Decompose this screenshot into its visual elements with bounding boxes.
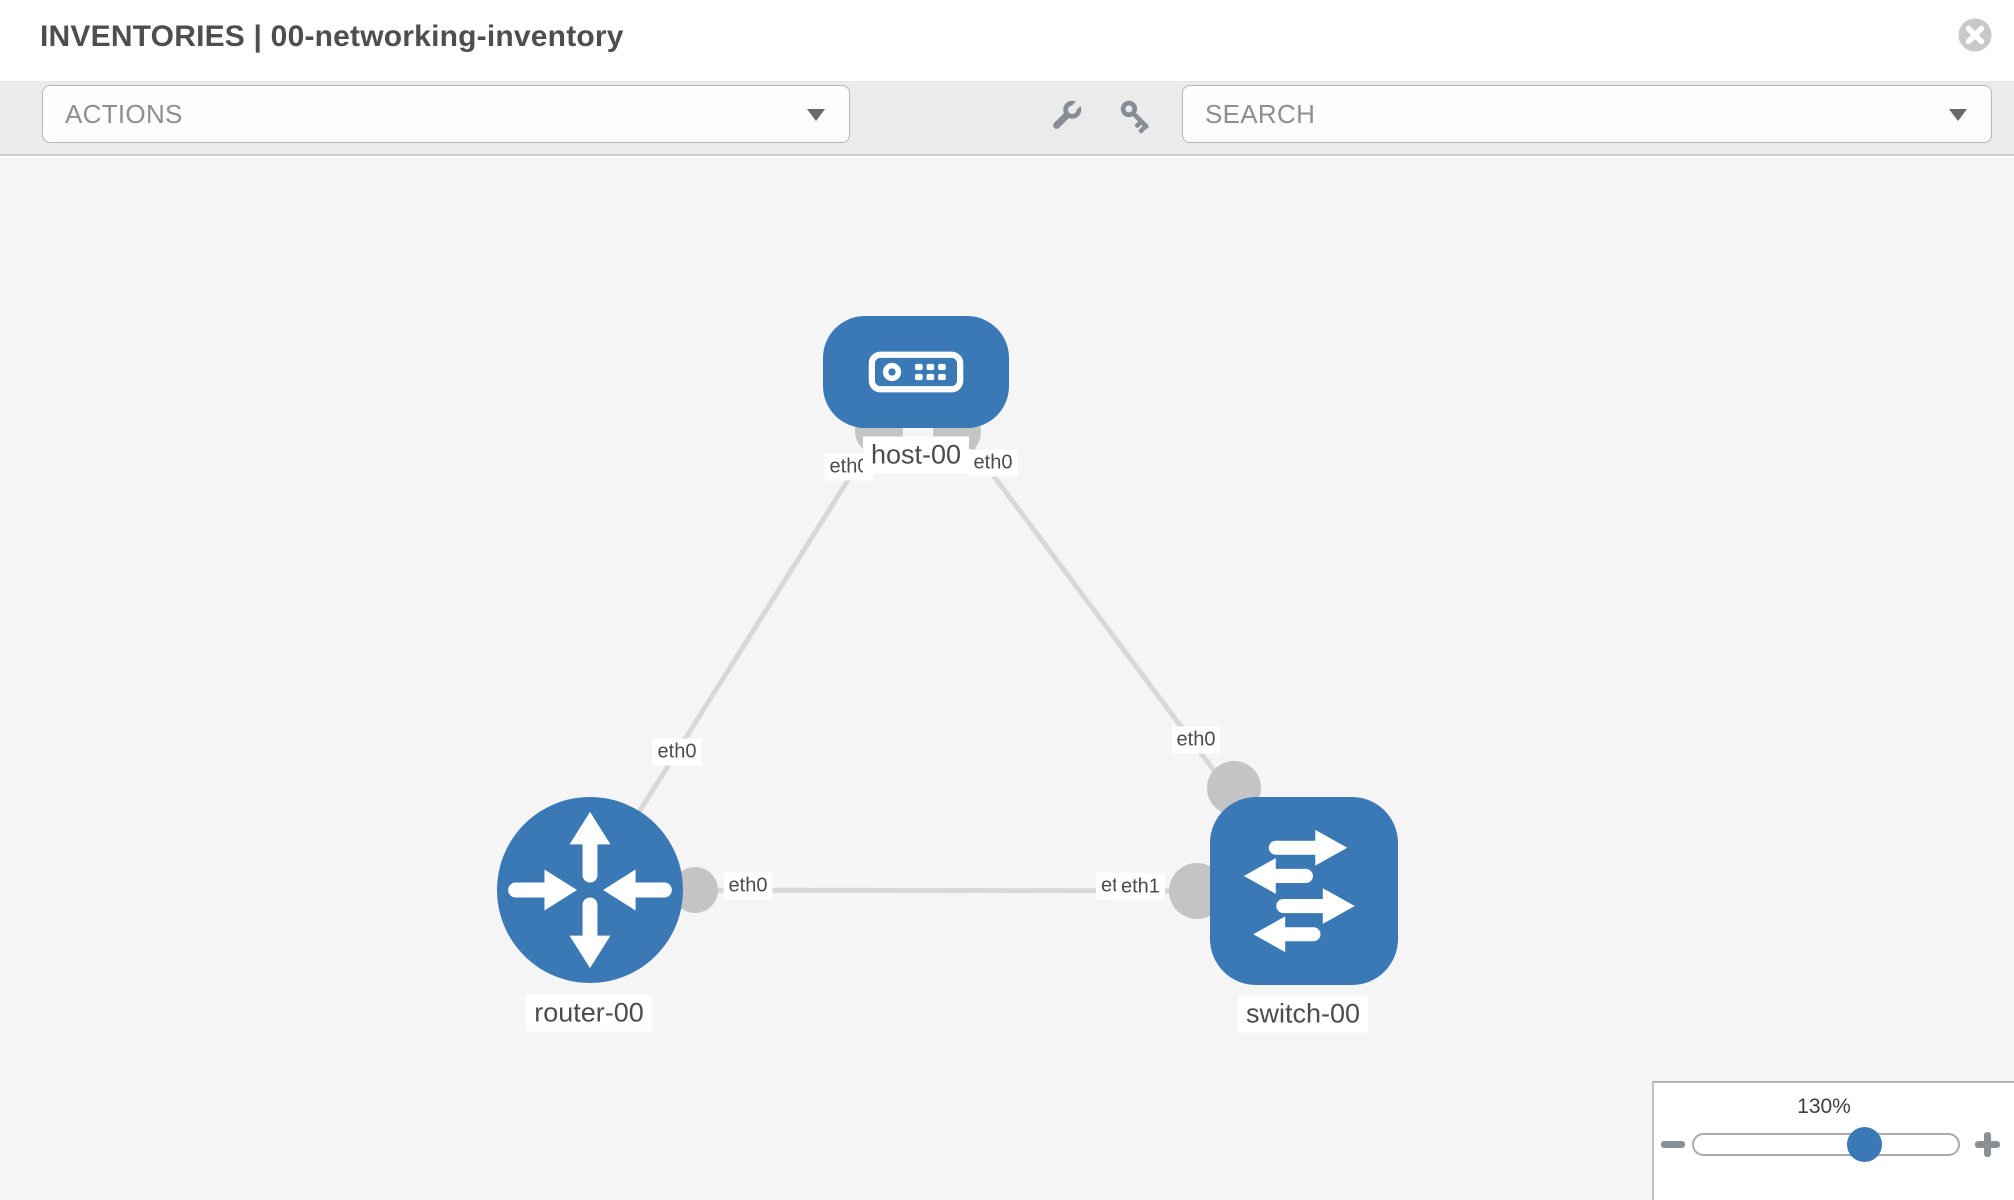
port-label-link-host-switch: eth0 — [1171, 726, 1221, 754]
topology-canvas[interactable]: host-00 router-00 switch-00 eth0 eth0 et… — [0, 158, 2014, 1200]
topology-toolbar: ACTIONS — [0, 82, 2014, 156]
minus-icon — [1661, 1140, 1685, 1148]
close-button[interactable] — [1957, 17, 1993, 53]
wrench-icon — [1053, 100, 1082, 129]
actions-dropdown-label: ACTIONS — [65, 98, 183, 129]
node-router-00[interactable] — [497, 797, 683, 983]
search-dropdown[interactable]: SEARCH — [1182, 85, 1992, 143]
port-label-switch-eth1: eth1 — [1116, 873, 1165, 901]
endpoint-router-eth0 — [672, 867, 718, 913]
zoom-slider-track[interactable] — [1692, 1133, 1960, 1156]
zoom-level-label: 130% — [1797, 1095, 1851, 1118]
chevron-down-icon — [1949, 109, 1967, 121]
router-icon — [508, 811, 672, 969]
search-dropdown-label: SEARCH — [1205, 98, 1316, 129]
key-icon — [1120, 100, 1149, 134]
port-label-host-eth0-right: eth0 — [968, 449, 1018, 477]
close-icon — [1958, 18, 1992, 52]
page-title: INVENTORIES | 00-networking-inventory — [40, 20, 624, 53]
zoom-slider-thumb[interactable] — [1847, 1127, 1882, 1162]
node-host-00[interactable] — [823, 316, 1009, 428]
node-label-host-00: host-00 — [862, 436, 970, 474]
chevron-down-icon — [807, 109, 825, 121]
port-label-router-eth0: eth0 — [723, 872, 773, 900]
window-header: INVENTORIES | 00-networking-inventory — [0, 0, 2014, 82]
node-switch-00[interactable] — [1210, 797, 1398, 985]
node-label-router-00: router-00 — [526, 994, 652, 1032]
plus-icon — [1974, 1131, 2000, 1157]
zoom-in-button[interactable] — [1970, 1127, 2004, 1161]
actions-dropdown[interactable]: ACTIONS — [42, 85, 850, 143]
host-icon — [868, 351, 964, 393]
node-label-switch-00: switch-00 — [1237, 995, 1369, 1033]
credentials-button[interactable] — [1114, 94, 1158, 138]
port-label-link-host-router: eth0 — [652, 738, 702, 766]
zoom-panel: 130% — [1652, 1081, 2014, 1200]
zoom-out-button[interactable] — [1656, 1127, 1690, 1161]
switch-icon — [1243, 829, 1355, 953]
configure-button[interactable] — [1044, 94, 1088, 138]
